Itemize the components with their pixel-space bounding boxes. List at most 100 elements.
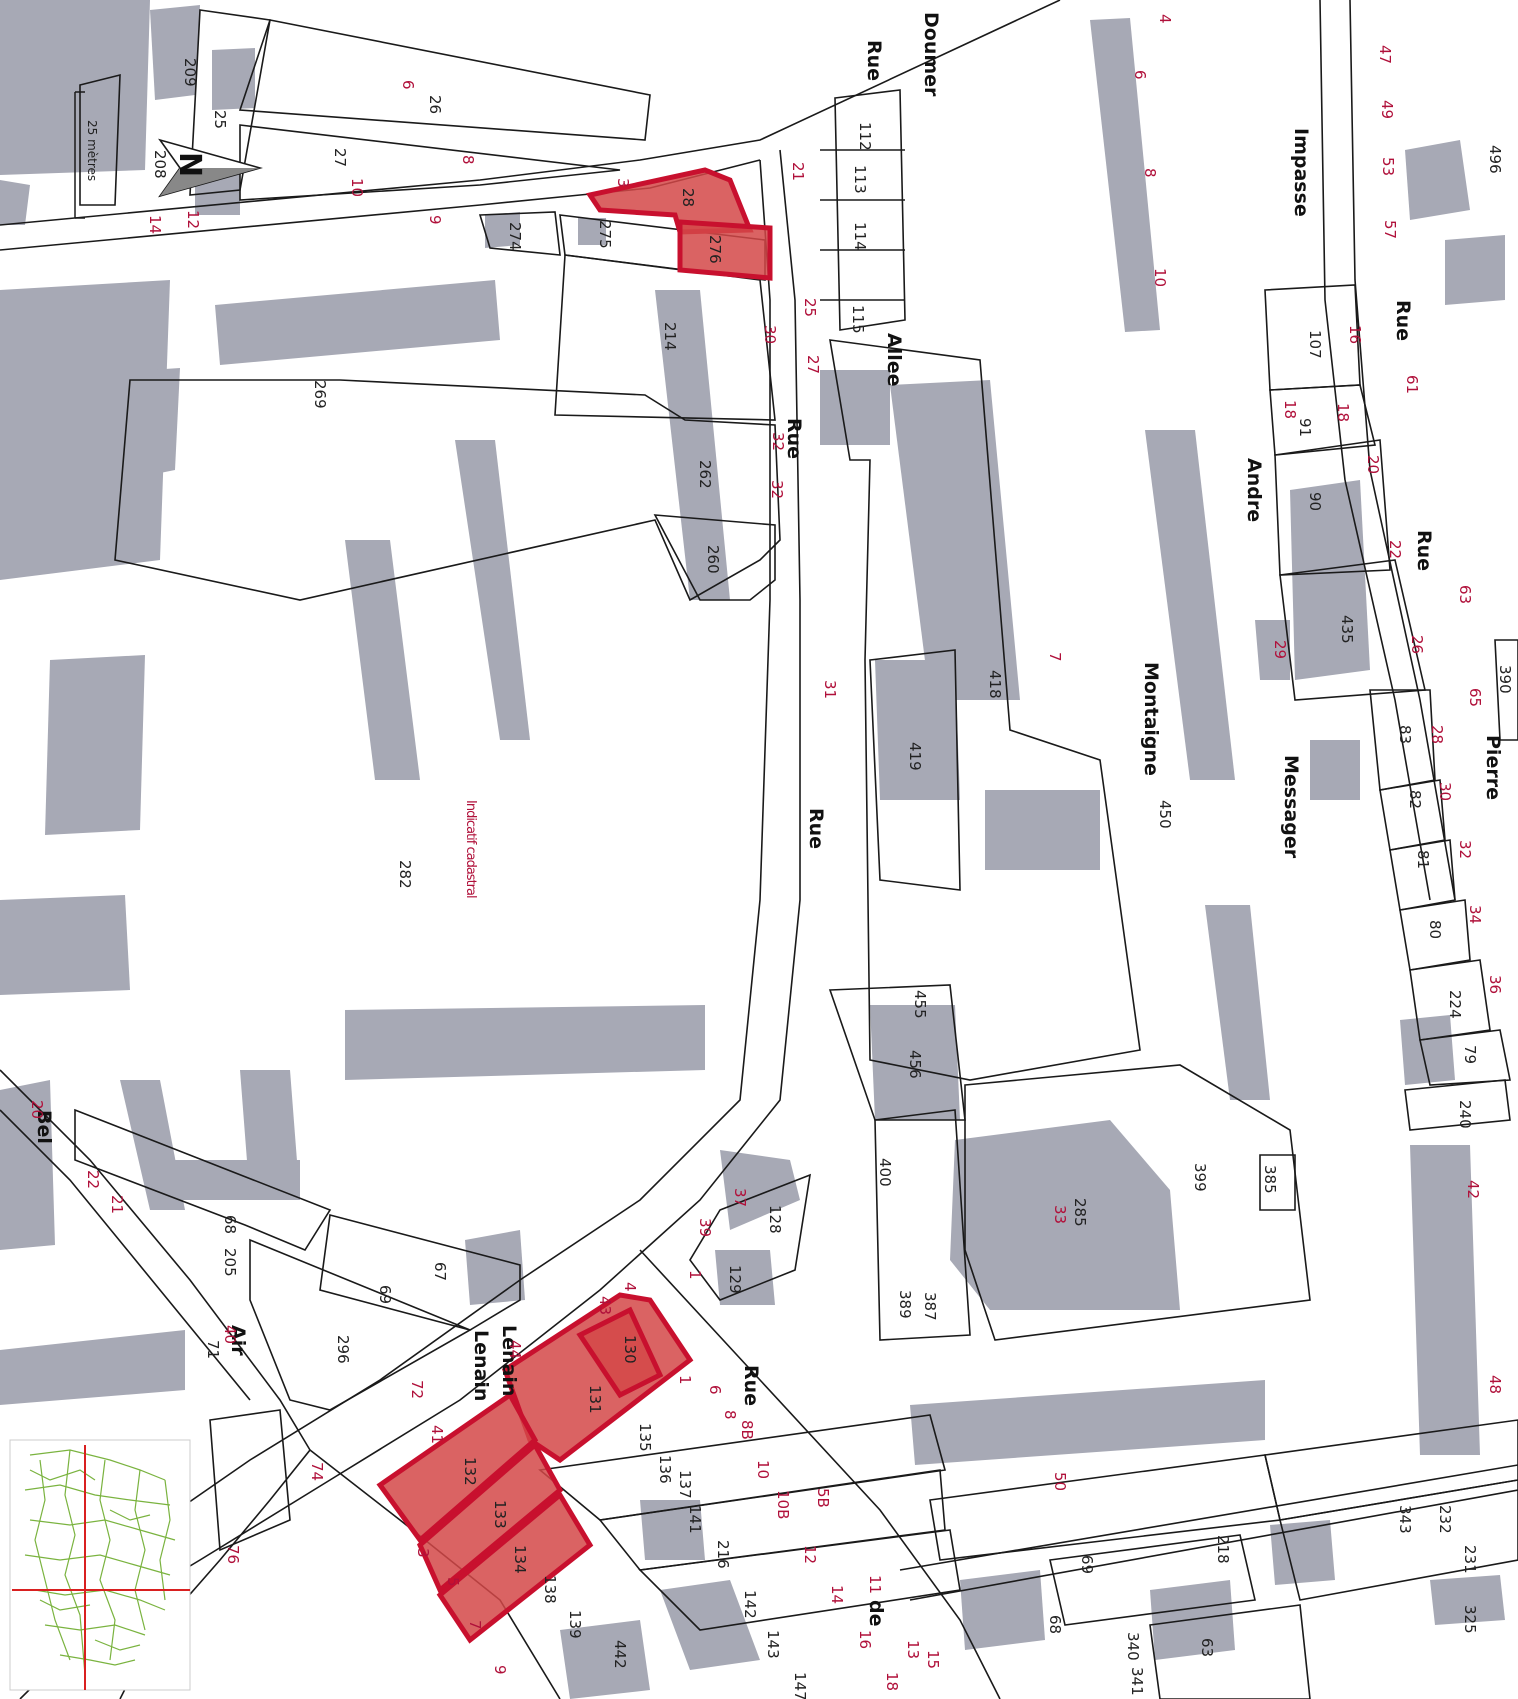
parcel-label: 399 (1191, 1163, 1209, 1192)
parcel-132-highlight[interactable] (376, 1391, 539, 1544)
parcel-label: 341 (1128, 1667, 1146, 1696)
parcel-label: 340 (1124, 1632, 1142, 1661)
house-number: 14 (146, 215, 164, 234)
street-label-andre: Andre (1243, 458, 1265, 522)
house-number: 9 (426, 215, 444, 225)
street-label-rue-top: Rue (863, 40, 885, 81)
street-labels: Rue Doumer Allee Rue Rue Montaigne Impas… (33, 12, 1504, 1627)
parcel-label: 68 (1046, 1615, 1064, 1634)
house-number: 6 (1131, 70, 1149, 80)
parcel-label: 139 (566, 1610, 584, 1639)
parcel-label: 114 (851, 222, 869, 251)
house-number: 20 (1364, 455, 1382, 474)
house-number: 16 (1346, 325, 1364, 344)
house-number: 10 (754, 1460, 772, 1479)
parcel-label: 143 (764, 1630, 782, 1659)
street-label-rue-right2: Rue (1413, 530, 1435, 571)
parcel-label: 107 (1306, 330, 1324, 359)
house-number: 27 (804, 355, 822, 374)
house-number: 21 (789, 162, 807, 181)
house-number: 65 (1466, 688, 1484, 707)
house-number: 10 (348, 178, 366, 197)
house-number: 5 (444, 1577, 462, 1587)
parcel-label: 69 (1078, 1555, 1096, 1574)
house-number: 18 (1281, 400, 1299, 419)
street-label-lenain-2: Lenain (470, 1330, 492, 1401)
house-number: 41 (428, 1425, 446, 1444)
house-number: 72 (408, 1380, 426, 1399)
house-number: 22 (84, 1170, 102, 1189)
street-label-air: Air (227, 1325, 249, 1356)
street-label-pierre: Pierre (1482, 735, 1504, 800)
house-number: 47 (1376, 45, 1394, 64)
street-label-rue-bottom: Rue (740, 1365, 762, 1406)
parcel-label: 240 (1456, 1100, 1474, 1129)
house-number: 14 (828, 1585, 846, 1604)
parcel-label: 68 (221, 1215, 239, 1234)
street-label-rue-main: Rue (805, 808, 827, 849)
parcel-label: 232 (1436, 1505, 1454, 1534)
house-number: 31 (821, 680, 839, 699)
house-number: 6 (399, 80, 417, 90)
house-number: 44 (506, 1340, 524, 1359)
parcel-label: 205 (221, 1248, 239, 1277)
overview-map-icon[interactable] (9, 1439, 191, 1691)
parcel-label: 132 (461, 1457, 479, 1486)
house-number: 18 (1334, 403, 1352, 422)
parcel-label: 131 (586, 1385, 604, 1414)
parcel-label: 276 (706, 235, 724, 264)
parcel-label: 387 (921, 1292, 939, 1321)
parcel-label: 231 (1461, 1545, 1479, 1574)
house-number: 61 (1403, 375, 1421, 394)
parcel-label: 130 (621, 1335, 639, 1364)
parcel-label: 147 (791, 1672, 809, 1699)
house-number: 76 (224, 1545, 242, 1564)
house-number: 12 (801, 1545, 819, 1564)
parcel-label: 343 (1396, 1505, 1414, 1534)
house-number: 16 (856, 1630, 874, 1649)
house-number: 74 (308, 1462, 326, 1481)
parcel-label: 90 (1306, 492, 1324, 511)
house-number: 25 (801, 298, 819, 317)
parcel-label: 135 (636, 1423, 654, 1452)
street-label-impasse: Impasse (1290, 128, 1312, 217)
house-number: 20 (28, 1100, 46, 1119)
house-number: 8B (738, 1420, 756, 1440)
house-number: 53 (1379, 157, 1397, 176)
parcel-label: 296 (334, 1335, 352, 1364)
house-number: 10B (774, 1490, 792, 1519)
house-number: 26 (1408, 635, 1426, 654)
street-label-rue-right: Rue (1392, 300, 1414, 341)
street-label-messager: Messager (1280, 755, 1302, 859)
house-number: 32 (768, 480, 786, 499)
parcel-label: 25 (211, 110, 229, 129)
house-number: 7 (466, 1620, 484, 1630)
parcel-130-highlight[interactable] (576, 1306, 664, 1399)
highlighted-parcels[interactable] (376, 167, 773, 1644)
parcel-label: 209 (181, 58, 199, 87)
street-label-de: de (865, 1600, 887, 1627)
house-number: 15 (924, 1650, 942, 1669)
parcel-label: 496 (1486, 145, 1504, 174)
house-number: 33 (1051, 1205, 1069, 1224)
house-number: 48 (1486, 1375, 1504, 1394)
parcel-label: 455 (911, 990, 929, 1019)
parcel-label: 69 (376, 1285, 394, 1304)
street-label-montaigne: Montaigne (1140, 662, 1162, 776)
parcel-label: 419 (906, 742, 924, 771)
house-number: 13 (904, 1640, 922, 1659)
parcel-label: 282 (396, 860, 414, 889)
house-number: 43 (596, 1296, 614, 1315)
parcel-label: 389 (896, 1290, 914, 1319)
parcel-134-highlight[interactable] (436, 1491, 594, 1644)
house-number: 12 (184, 210, 202, 229)
house-number: 11 (866, 1575, 884, 1594)
parcel-label: 456 (906, 1050, 924, 1079)
parcel-133-highlight[interactable] (416, 1441, 564, 1595)
house-number: 34 (1466, 905, 1484, 924)
parcel-276-highlight[interactable] (677, 219, 773, 281)
parcel-label: 71 (204, 1340, 222, 1359)
parcel-label: 115 (849, 305, 867, 334)
house-number: 18 (883, 1672, 901, 1691)
